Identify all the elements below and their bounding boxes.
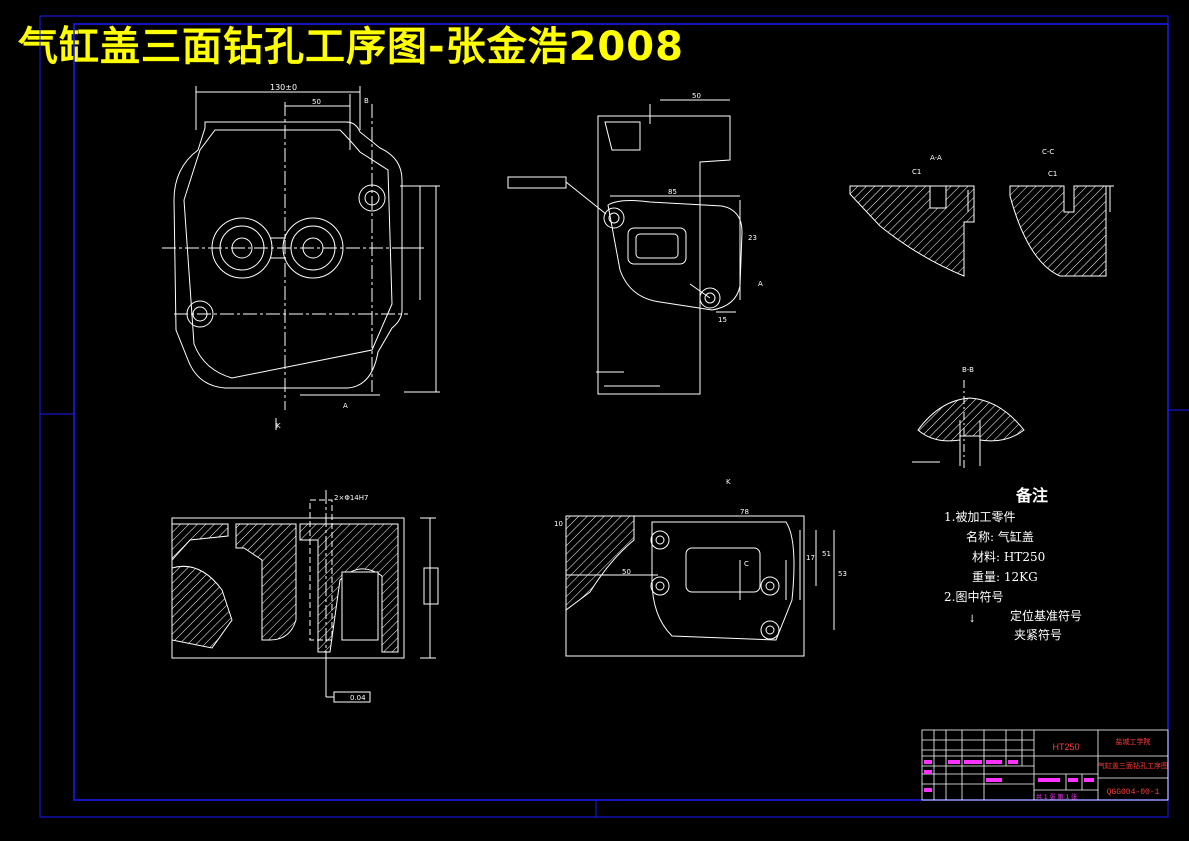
sheet-frame: [39, 15, 1189, 818]
notes-line-4: 重量: 12KG: [972, 570, 1038, 584]
tb-drawing-name: 气缸盖三面钻孔工序图: [1098, 761, 1168, 770]
dim-51-label: 51: [822, 550, 831, 558]
tb-small-text: [924, 760, 1094, 792]
dim-85-label: 85: [668, 188, 677, 196]
dim-10-label: 10: [554, 520, 563, 528]
chamfer-c1-label: C1: [912, 168, 921, 176]
dim-78-label: 78: [740, 508, 749, 516]
view-k-marker: K: [276, 422, 281, 430]
section-b-marker: B: [364, 97, 369, 105]
tb-drawing-no: QGG004-00-1: [1107, 788, 1160, 797]
tb-school: 盐城工学院: [1116, 737, 1151, 746]
tb-material: HT250: [1052, 742, 1079, 752]
tb-sheet: 共 1 张 第 1 张: [1036, 793, 1077, 801]
dim-50-label: 50: [312, 98, 321, 106]
notes-line-1: 1.被加工零件: [944, 510, 1016, 524]
section-bb-title: B-B: [962, 366, 974, 374]
notes-heading: 备注: [1016, 486, 1049, 505]
notes-line-3: 材料: HT250: [972, 550, 1046, 564]
dim-23-label: 23: [748, 234, 757, 242]
drawing-title: 气缸盖三面钻孔工序图-张金浩2008: [18, 24, 684, 70]
section-cc-title: C-C: [1042, 148, 1054, 156]
dim-17-label: 17: [806, 554, 815, 562]
notes-line-2: 名称: 气缸盖: [966, 530, 1034, 544]
section-cc: [1009, 185, 1114, 277]
dim-53-label: 53: [838, 570, 847, 578]
bottom-left-view: [171, 490, 439, 703]
section-aa-title: A-A: [930, 154, 942, 162]
view-k2-marker: K: [726, 478, 731, 486]
dim-15-label: 15: [718, 316, 727, 324]
notes-line-6: 定位基准符号: [1010, 609, 1083, 623]
clamp-symbol-icon: ↓: [968, 614, 977, 625]
view-a-marker: A: [343, 402, 348, 410]
ref-a-label: A: [758, 280, 763, 288]
section-bb: [912, 380, 1025, 470]
section-c-marker: C: [744, 560, 749, 568]
flatness-tol-label: 0.04: [350, 694, 366, 702]
top-left-view: [162, 86, 440, 430]
bottom-middle-view: [565, 515, 835, 657]
dim-50-bottom-label: 50: [622, 568, 631, 576]
chamfer-c1b-label: C1: [1048, 170, 1057, 178]
dim-width-label: 130±0: [270, 83, 297, 92]
notes-line-7: 夹紧符号: [1014, 628, 1063, 642]
title-block: [921, 729, 1169, 801]
section-aa: [849, 185, 975, 277]
top-middle-view: [507, 99, 743, 395]
dim-50-top-label: 50: [692, 92, 701, 100]
hole-spec-label: 2×Φ14H7: [334, 494, 368, 502]
notes-line-5: 2.图中符号: [944, 590, 1004, 604]
